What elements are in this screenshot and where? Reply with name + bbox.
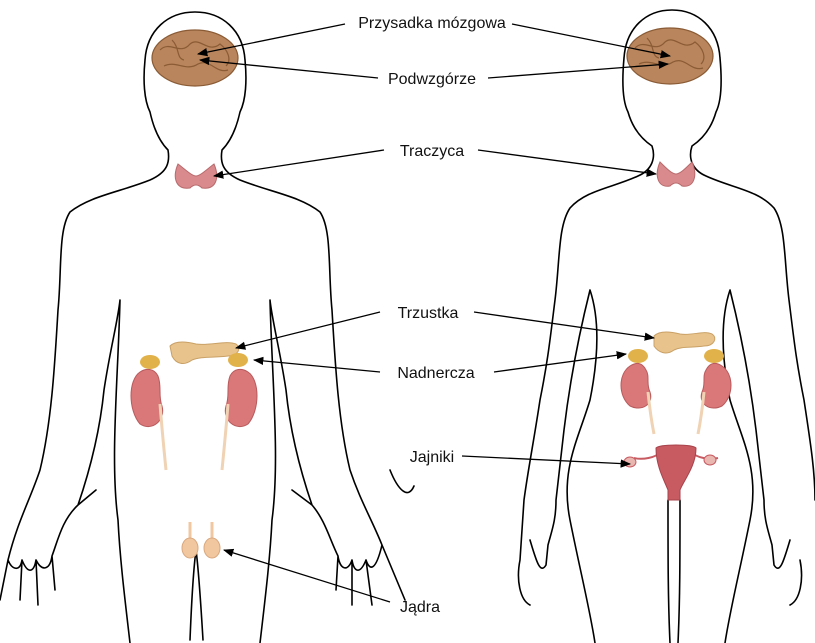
label-testes: Jądra: [400, 599, 440, 616]
brain-icon: [152, 30, 238, 86]
thyroid-icon: [175, 164, 216, 188]
kidney-icon: [621, 363, 651, 408]
kidney-icon: [131, 369, 163, 426]
adrenal-icon: [704, 349, 724, 363]
label-adrenals: Nadnercza: [397, 365, 474, 382]
label-pancreas: Trzustka: [398, 305, 459, 322]
organ-labels: Przysadka mózgowa Podwzgórze Traczyca Tr…: [358, 15, 506, 616]
adrenal-icon: [228, 353, 248, 367]
label-thyroid: Traczyca: [400, 143, 464, 160]
adrenal-icon: [140, 355, 160, 369]
female-body-outline: [518, 10, 815, 643]
ureter-icon: [222, 404, 228, 470]
male-organs: [131, 30, 257, 558]
ureter-icon: [160, 404, 166, 470]
label-hypothalamus: Podwzgórze: [388, 71, 476, 88]
female-organs: [621, 28, 731, 500]
pancreas-icon: [654, 332, 715, 353]
kidney-icon: [701, 363, 731, 408]
adrenal-icon: [628, 349, 648, 363]
testes-icon: [182, 522, 220, 558]
label-pituitary: Przysadka mózgowa: [358, 15, 506, 32]
female-figure: [518, 10, 815, 643]
uterus-icon: [624, 445, 718, 500]
thyroid-icon: [657, 162, 695, 186]
kidney-icon: [225, 369, 257, 426]
label-ovaries: Jajniki: [410, 449, 454, 466]
